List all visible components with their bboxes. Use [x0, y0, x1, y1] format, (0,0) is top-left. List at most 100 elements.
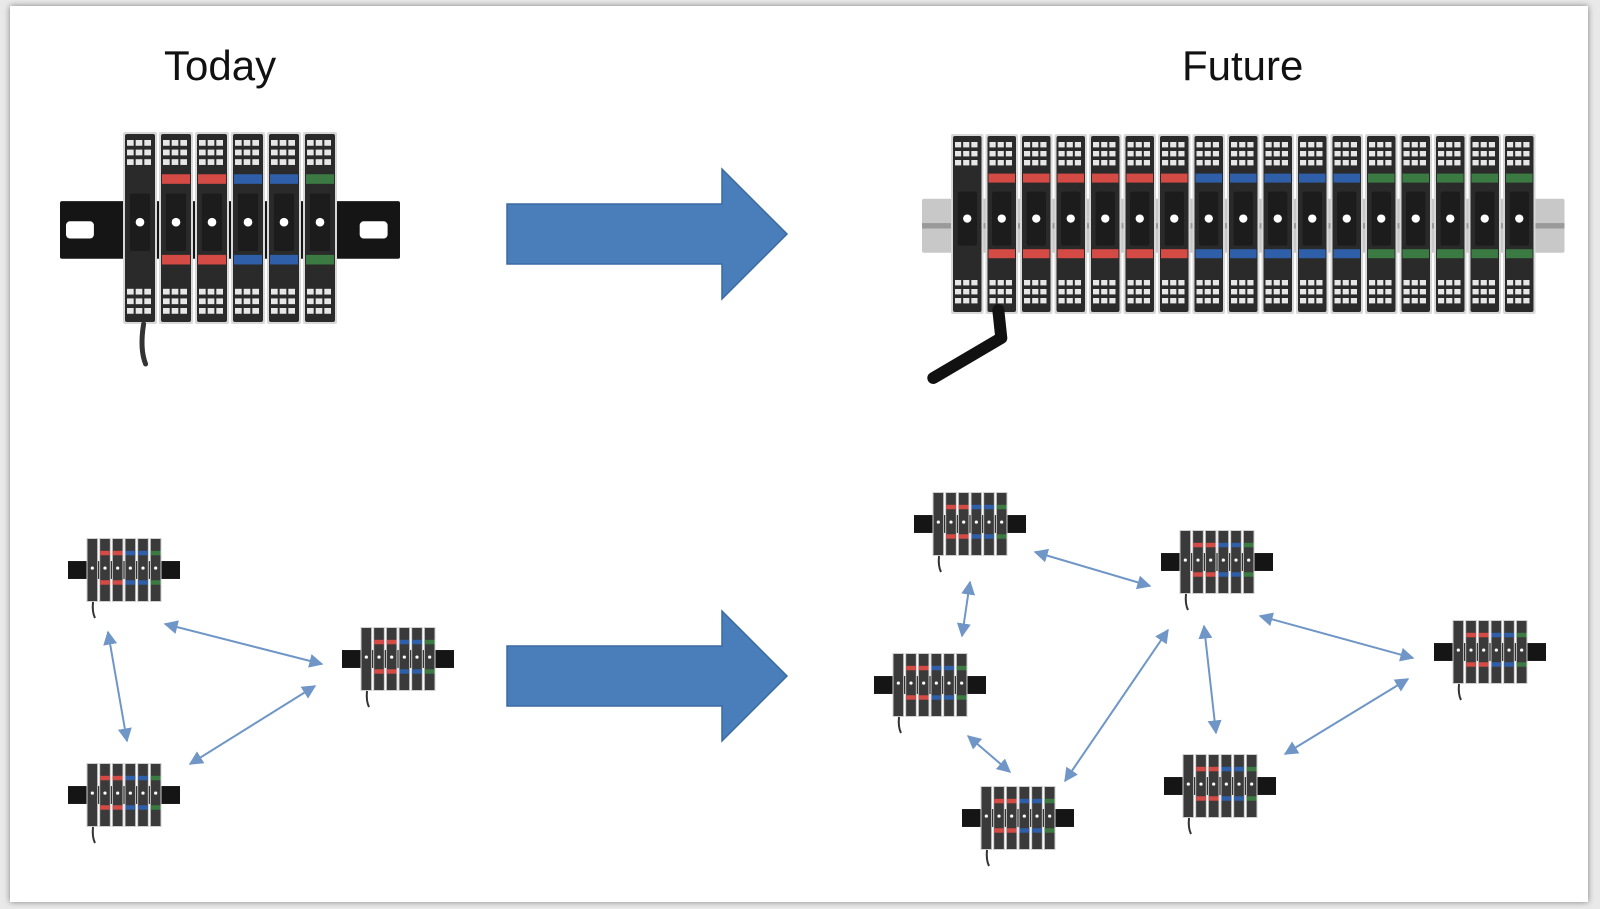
terminal: [1212, 289, 1219, 295]
terminal: [971, 298, 978, 304]
terminal: [1231, 280, 1238, 286]
channel-band: [386, 669, 397, 674]
terminal: [1143, 142, 1150, 148]
terminal: [144, 308, 151, 314]
terminal: [180, 288, 187, 295]
terminal: [1316, 142, 1323, 148]
terminal: [1515, 298, 1522, 304]
channel-band: [1437, 173, 1464, 183]
channel-band: [100, 550, 110, 556]
status-led: [1000, 520, 1004, 524]
terminal: [1005, 142, 1012, 148]
terminal: [135, 288, 143, 295]
terminal: [1281, 151, 1288, 157]
terminal: [1005, 160, 1012, 166]
module-body: [1183, 755, 1194, 817]
module-body: [150, 539, 161, 601]
terminal: [1369, 289, 1376, 295]
channel-band: [1264, 173, 1291, 183]
channel-band: [399, 669, 410, 674]
terminal: [1093, 289, 1100, 295]
module-body: [1196, 755, 1206, 817]
terminal: [127, 298, 134, 305]
channel-band: [1196, 766, 1206, 772]
module-body: [1221, 755, 1232, 817]
status-led: [1101, 214, 1110, 223]
din-rail-module-icon: [1434, 620, 1546, 701]
channel-band: [994, 828, 1004, 833]
terminal: [243, 288, 251, 295]
terminal: [1300, 280, 1307, 286]
terminal: [1143, 280, 1150, 286]
module-body: [918, 654, 929, 716]
status-led: [390, 655, 394, 659]
terminal: [1385, 289, 1392, 295]
terminal: [1385, 160, 1392, 166]
terminal: [1032, 151, 1039, 157]
module-body: [1478, 621, 1489, 683]
terminal: [315, 288, 323, 295]
terminal: [1204, 280, 1211, 286]
terminal: [1446, 142, 1453, 148]
terminal: [1438, 160, 1445, 166]
terminal: [1411, 280, 1418, 286]
terminal: [1024, 160, 1031, 166]
terminal: [1109, 289, 1116, 295]
terminal: [1438, 151, 1445, 157]
status-led: [171, 217, 181, 227]
terminal: [1074, 289, 1081, 295]
channel-band: [1402, 173, 1429, 183]
channel-band: [1032, 828, 1042, 833]
terminal: [1143, 160, 1150, 166]
terminal: [1066, 289, 1073, 295]
terminal: [1239, 142, 1246, 148]
channel-band: [944, 665, 954, 671]
channel-band: [971, 534, 982, 539]
terminal: [1162, 151, 1169, 157]
terminal: [1032, 160, 1039, 166]
channel-band: [971, 504, 982, 510]
terminal: [989, 151, 996, 157]
terminal: [1472, 289, 1479, 295]
terminal: [199, 149, 206, 156]
module-body: [125, 764, 136, 826]
channel-band: [150, 580, 161, 585]
terminal: [1419, 142, 1426, 148]
module-body: [1516, 621, 1527, 683]
terminal: [252, 308, 259, 314]
terminal: [1239, 280, 1246, 286]
terminal: [216, 140, 223, 146]
terminal: [1523, 298, 1530, 304]
terminal: [199, 308, 206, 314]
din-rail-module-icon: [68, 538, 180, 619]
status-led: [1221, 558, 1225, 562]
module-body: [996, 493, 1007, 555]
terminal: [1488, 289, 1495, 295]
terminal: [1170, 160, 1177, 166]
terminal: [1446, 151, 1453, 157]
terminal: [1419, 160, 1426, 166]
channel-band: [125, 580, 136, 585]
status-led: [1135, 214, 1144, 223]
din-rail-module-icon: [962, 786, 1074, 867]
terminal: [307, 308, 314, 314]
terminal: [1454, 289, 1461, 295]
terminal: [1066, 142, 1073, 148]
channel-band: [1006, 798, 1017, 804]
terminal: [1040, 160, 1047, 166]
channel-band: [1218, 572, 1229, 577]
module-body: [361, 628, 372, 690]
terminal: [1342, 298, 1349, 304]
terminal: [144, 149, 151, 156]
din-rail: [342, 650, 454, 668]
terminal: [199, 159, 206, 165]
status-led: [207, 217, 217, 227]
channel-band: [412, 669, 422, 674]
terminal: [324, 308, 331, 314]
status-led: [984, 814, 988, 818]
channel-band: [1368, 249, 1395, 259]
terminal: [1162, 289, 1169, 295]
terminal: [1523, 289, 1530, 295]
terminal: [207, 308, 215, 314]
terminal: [1178, 151, 1185, 157]
